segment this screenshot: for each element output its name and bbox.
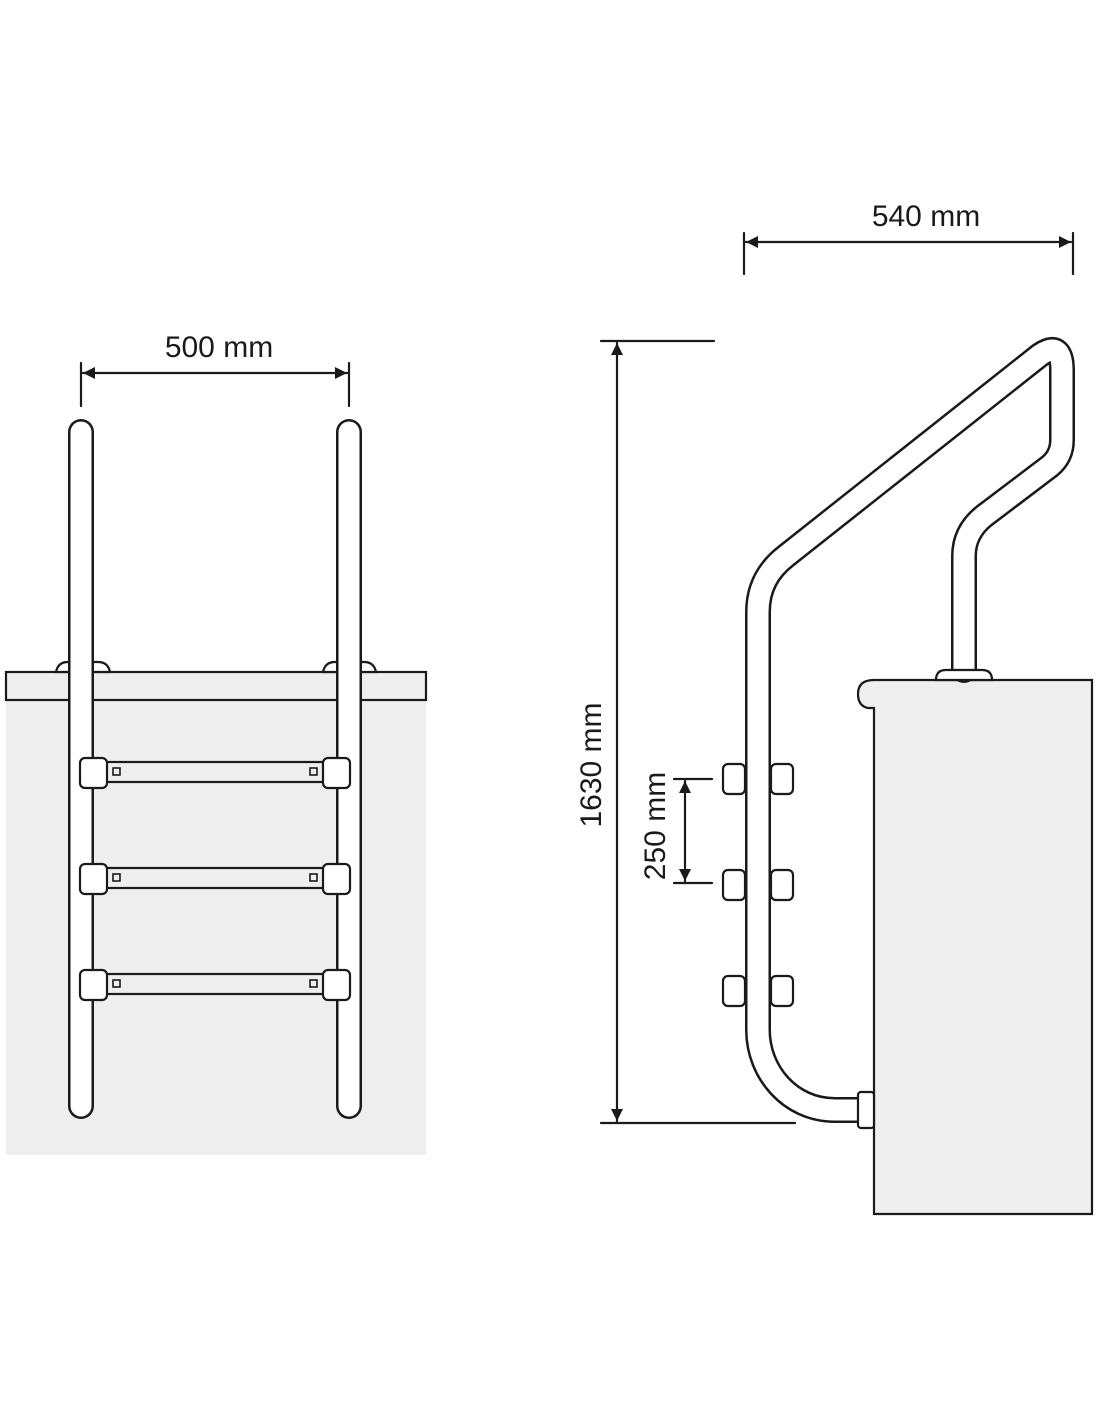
side-step-1: [721, 762, 795, 796]
side-view: 540 mm 1630 mm 250 mm: [575, 200, 1094, 1216]
step-spacing-dimension: 250 mm: [639, 772, 714, 885]
total-height-dimension: 1630 mm: [575, 339, 797, 1125]
side-top-flange: [934, 668, 994, 682]
side-pool-wall: [856, 678, 1094, 1216]
front-view: 500 mm: [4, 331, 428, 1155]
side-depth-dimension: 540 mm: [742, 200, 1075, 276]
side-depth-label: 540 mm: [872, 200, 980, 233]
side-wall-bracket: [856, 1090, 876, 1130]
total-height-label: 1630 mm: [575, 702, 608, 827]
front-step-2: [78, 862, 352, 896]
step-spacing-label: 250 mm: [639, 772, 672, 880]
side-step-2: [721, 868, 795, 902]
front-step-1: [78, 756, 352, 790]
front-width-dimension: 500 mm: [79, 331, 351, 408]
front-step-3: [78, 968, 352, 1002]
side-step-3: [721, 974, 795, 1008]
front-width-label: 500 mm: [165, 331, 273, 364]
